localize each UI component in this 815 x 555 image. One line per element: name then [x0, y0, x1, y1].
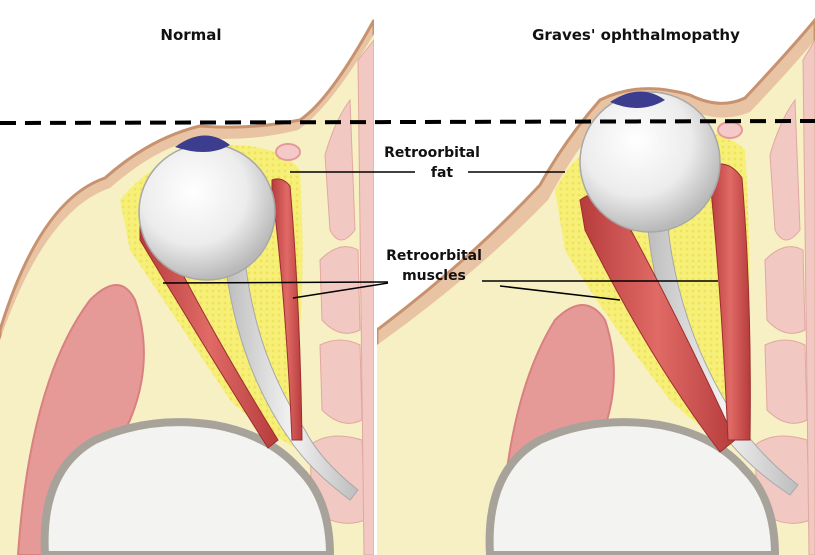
normal-brain	[40, 418, 335, 555]
normal-lacrimal-gland	[275, 143, 301, 161]
normal-title: Normal	[160, 26, 221, 44]
muscle-leader-left-lateral	[162, 281, 389, 284]
panel-divider	[374, 0, 377, 555]
graves-orbit-panel	[377, 17, 815, 555]
normal-medial-rectus-muscle	[271, 178, 303, 441]
muscle-leader-right-lateral	[499, 285, 621, 301]
normal-sinus-cells	[309, 39, 374, 555]
fat-label-line1: Retroorbital	[384, 145, 480, 161]
normal-optic-nerve	[225, 267, 359, 501]
muscle-leader-left-medial	[292, 282, 389, 299]
graves-lacrimal-gland	[717, 121, 743, 139]
graves-iris	[610, 91, 665, 109]
muscles-label-line1: Retroorbital	[386, 248, 482, 264]
leader-lines	[162, 171, 718, 301]
normal-iris	[175, 135, 230, 153]
graves-medial-rectus-muscle	[709, 163, 751, 441]
graves-brain	[485, 418, 780, 555]
graves-title: Graves' ophthalmopathy	[532, 26, 740, 44]
eye-position-reference-line	[0, 119, 815, 125]
normal-orbit-panel	[0, 19, 374, 555]
normal-eyeball	[138, 143, 276, 281]
graves-eyeball	[579, 91, 721, 233]
muscles-label-line2: muscles	[402, 268, 466, 284]
fat-label-line2: fat	[431, 165, 454, 181]
